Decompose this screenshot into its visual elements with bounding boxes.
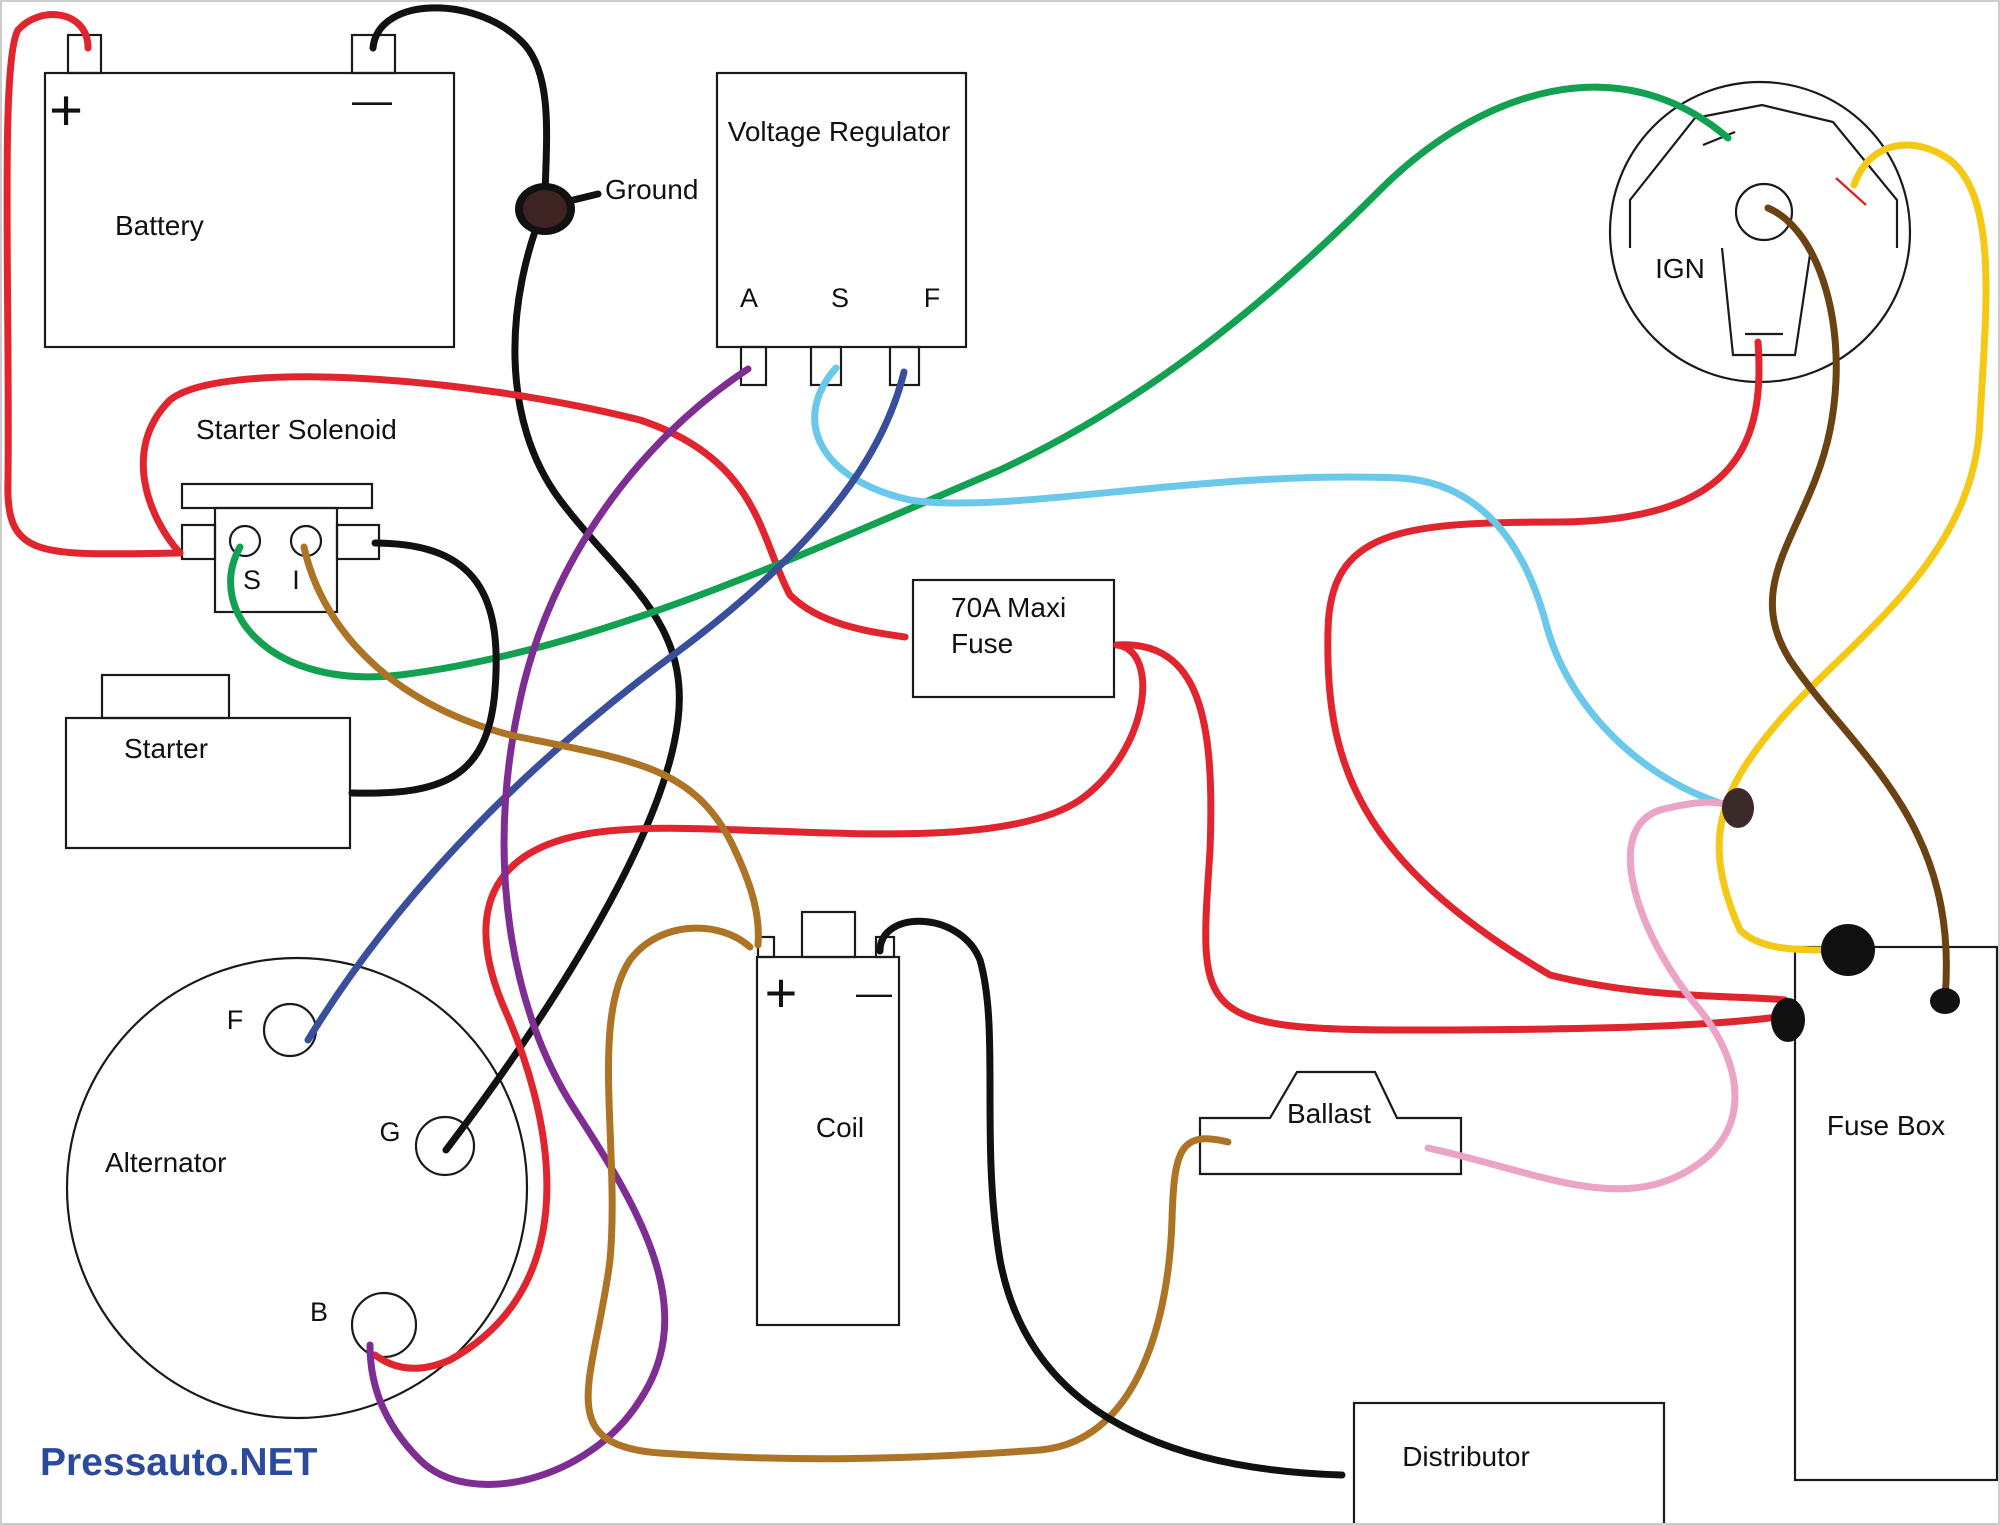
solenoid-terminal-s: S [243,565,261,595]
ballast-label: Ballast [1287,1098,1371,1129]
wire-ignition-to-fuse-box [1324,338,1789,1004]
coil-label: Coil [816,1112,864,1143]
starter-label: Starter [124,733,208,764]
wire-solenoid-to-maxi-fuse [139,373,909,641]
wire-ignition-to-fuse-box-brown [1764,204,1950,1002]
ballast-resistor: Ballast [1198,1070,1463,1176]
wire-maxi-fuse-to-fuse-box [1113,641,1789,1034]
wire-ground-to-alternator [442,201,683,1154]
coil-negative-symbol: — [856,972,892,1013]
wire-regulator-f-to-alternator [304,368,908,1044]
ignition-coil: + — Coil [755,910,901,1327]
voltage-regulator-label: Voltage Regulator [728,116,951,147]
battery: + — Battery [43,33,456,349]
battery-negative-symbol: — [352,79,392,123]
regulator-terminal-s: S [831,283,849,313]
alternator: Alternator F G B [65,956,529,1420]
wire-coil-to-ballast [584,924,1232,1463]
fuse-box-terminal-3 [1930,988,1960,1014]
starter-solenoid-label: Starter Solenoid [196,414,397,445]
wire-solenoid-to-ignition [227,83,1732,681]
starter-solenoid: Starter Solenoid S I [180,414,397,614]
battery-label: Battery [115,210,204,241]
watermark-brand: Pressauto.NET [40,1441,318,1484]
ignition-label: IGN [1655,253,1705,284]
maxi-fuse-label-line1: 70A Maxi [951,592,1066,623]
wire-battery-negative-to-ground [369,4,551,209]
fuse-box-terminal-1 [1821,924,1875,976]
wire-regulator-s-to-splice [811,364,1742,812]
wire-ignition-to-fuse-box-yellow [1715,141,1990,954]
battery-positive-symbol: + [49,78,83,143]
wire-battery-positive-to-solenoid [3,11,184,558]
fuse-box-label: Fuse Box [1827,1110,1945,1141]
voltage-regulator: Voltage Regulator A S F [715,71,968,387]
ignition-switch: IGN [1608,80,1912,384]
wire-maxi-fuse-to-alternator [371,641,1147,1372]
starter: Starter [64,673,352,850]
regulator-terminal-a: A [740,283,758,313]
distributor: Distributor [1352,1401,1666,1525]
wire-solenoid-i-to-coil [300,543,762,949]
alternator-terminal-f: F [227,1005,244,1035]
wire-ballast-to-splice [1424,798,1742,1193]
fuse-box-terminal-2 [1771,998,1805,1042]
alternator-terminal-b: B [310,1297,328,1327]
ground-label: Ground [605,174,698,205]
solenoid-terminal-i: I [292,565,300,595]
coil-positive-symbol: + [765,961,798,1024]
distributor-label: Distributor [1402,1441,1530,1472]
ground-point-center [523,190,567,228]
alternator-terminal-g: G [379,1117,400,1147]
maxi-fuse-label-line2: Fuse [951,628,1013,659]
alternator-label: Alternator [105,1147,226,1178]
maxi-fuse: 70A Maxi Fuse [911,578,1116,699]
wire-coil-to-distributor [876,917,1346,1479]
wire-splice-dot [1722,788,1754,828]
wire-solenoid-to-starter [348,539,500,797]
wire-regulator-a-to-alternator [366,365,752,1488]
regulator-terminal-f: F [924,283,941,313]
fuse-box: Fuse Box [1793,945,1999,1482]
